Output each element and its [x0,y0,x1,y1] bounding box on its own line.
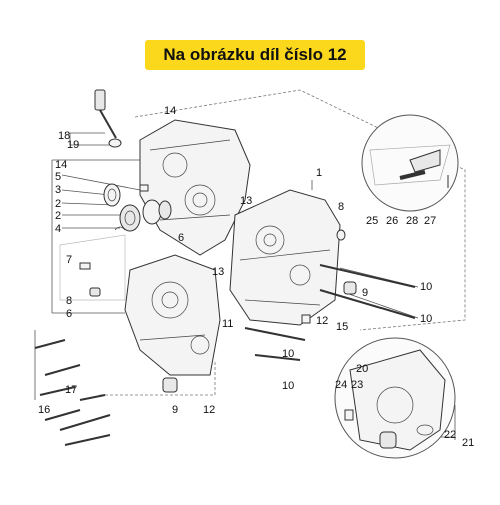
bushing-part [162,229,357,393]
callout-13: 13 [240,195,252,207]
callout-20: 20 [356,363,368,375]
callout-8: 8 [338,201,344,213]
callout-14: 14 [55,159,67,171]
callout-15: 15 [336,321,348,333]
callout-6: 6 [178,232,184,244]
callout-12: 12 [316,315,328,327]
callout-1: 1 [316,167,322,179]
callout-11: 11 [222,318,233,330]
callout-12: 12 [203,404,215,416]
callout-26: 26 [386,215,398,227]
callout-labels: 18 19 14 14 5 3 2 2 4 1 13 8 6 7 8 6 13 … [38,105,474,449]
callout-8: 8 [66,295,72,307]
callout-7: 7 [66,254,72,266]
left-crankcase-part [124,254,221,376]
callout-14: 14 [164,105,176,117]
callout-18: 18 [58,130,70,142]
callout-10: 10 [420,313,432,325]
callout-17: 17 [65,384,77,396]
dipstick-part [94,89,122,148]
callout-16: 16 [38,404,50,416]
callout-9: 9 [362,287,368,299]
callout-2: 2 [55,198,61,210]
callout-10: 10 [282,348,294,360]
callout-10: 10 [420,281,432,293]
callout-13: 13 [212,266,224,278]
callout-3: 3 [55,184,61,196]
callout-28: 28 [406,215,418,227]
callout-23: 23 [351,379,363,391]
detail-inset-bottom [334,337,456,459]
callout-5: 5 [55,171,61,183]
callout-27: 27 [424,215,436,227]
detail-inset-top [361,114,459,212]
callout-10: 10 [282,380,294,392]
callout-21: 21 [462,437,474,449]
callout-6: 6 [66,308,72,320]
part-number-banner: Na obrázku díl číslo 12 [145,40,365,70]
bolts-part [34,339,111,446]
studs-part [244,264,416,361]
callout-24: 24 [335,379,347,391]
main-crankcase-part [229,189,341,326]
callout-2: 2 [55,210,61,222]
callout-4: 4 [55,223,61,235]
left-inset-part [59,234,126,301]
callout-9: 9 [172,404,178,416]
bearings-part [103,183,172,232]
callout-25: 25 [366,215,378,227]
callout-19: 19 [67,139,79,151]
callout-22: 22 [444,429,456,441]
